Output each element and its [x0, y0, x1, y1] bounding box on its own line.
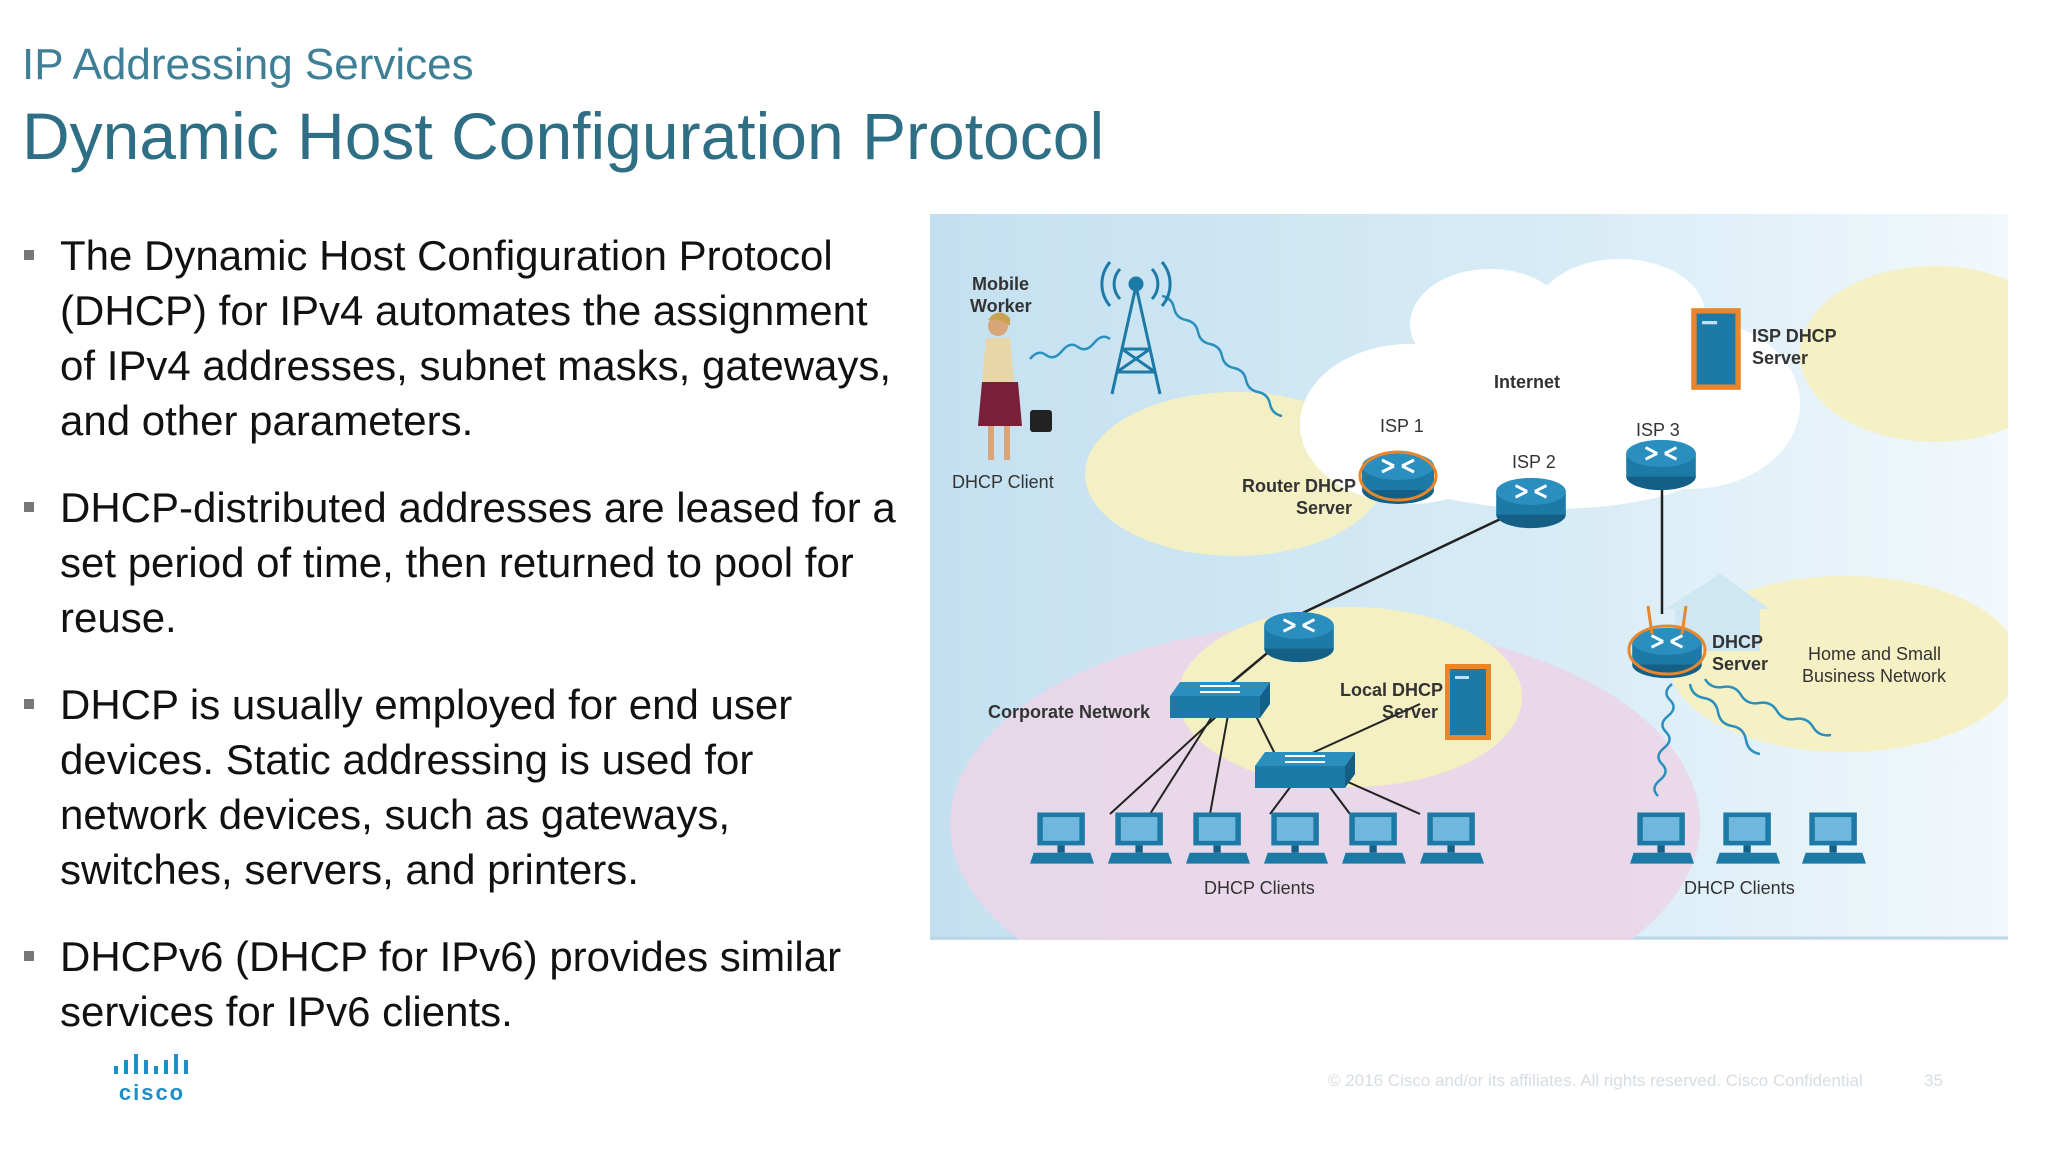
bullet-marker: [24, 250, 34, 260]
isp-dhcp-server-icon: [1691, 308, 1741, 390]
corporate-router-icon: [1262, 610, 1336, 664]
router-dhcp-server-label: Router DHCP: [1242, 476, 1356, 496]
bullet-list: The Dynamic Host Configuration Protocol …: [22, 228, 902, 1071]
mobile-worker-icon: [978, 312, 1052, 460]
bullet-text: DHCPv6 (DHCP for IPv6) provides similar …: [60, 933, 842, 1035]
isp2-label: ISP 2: [1512, 452, 1556, 472]
cisco-logo: cisco: [110, 1052, 194, 1105]
corporate-pc-icon: [1108, 812, 1172, 864]
section-subtitle: IP Addressing Services: [22, 40, 474, 89]
home-dhcp-server-label: DHCP: [1712, 632, 1763, 652]
local-dhcp-server-label: Local DHCP: [1340, 680, 1443, 700]
bullet-item: DHCPv6 (DHCP for IPv6) provides similar …: [22, 929, 902, 1039]
mobile-worker-label: Mobile: [972, 274, 1029, 294]
home-network-label: Home and Small: [1808, 644, 1941, 664]
isp-dhcp-server-label: ISP DHCP: [1752, 326, 1837, 346]
bullet-marker: [24, 699, 34, 709]
local-dhcp-server-icon: [1445, 664, 1491, 740]
corporate-network-label: Corporate Network: [988, 702, 1151, 722]
bullet-item: DHCP-distributed addresses are leased fo…: [22, 480, 902, 645]
corporate-pc-icon: [1420, 812, 1484, 864]
router-dhcp-server-label: Server: [1296, 498, 1352, 518]
home-clients-label: DHCP Clients: [1684, 878, 1795, 898]
bullet-marker: [24, 951, 34, 961]
dhcp-client-label: DHCP Client: [952, 472, 1054, 492]
corporate-pc-icon: [1186, 812, 1250, 864]
bullet-item: DHCP is usually employed for end user de…: [22, 677, 902, 897]
corporate-switch-2-icon: [1255, 751, 1355, 789]
bullet-text: DHCP is usually employed for end user de…: [60, 681, 793, 893]
bullet-text: The Dynamic Host Configuration Protocol …: [60, 232, 892, 444]
home-network-label: Business Network: [1802, 666, 1947, 686]
diagram-canvas: Mobile Worker DHCP Client Internet ISP 1…: [930, 214, 2008, 940]
isp2-router-icon: [1494, 476, 1568, 530]
home-pc-icon: [1802, 812, 1866, 864]
local-dhcp-server-label: Server: [1382, 702, 1438, 722]
isp3-label: ISP 3: [1636, 420, 1680, 440]
corporate-pc-icon: [1030, 812, 1094, 864]
internet-label: Internet: [1494, 372, 1560, 392]
home-pc-icon: [1630, 812, 1694, 864]
corporate-pc-icon: [1264, 812, 1328, 864]
mobile-worker-label: Worker: [970, 296, 1032, 316]
slide-title: Dynamic Host Configuration Protocol: [22, 99, 1105, 173]
home-dhcp-server-label: Server: [1712, 654, 1768, 674]
home-router-icon: [1630, 626, 1704, 680]
corporate-clients-label: DHCP Clients: [1204, 878, 1315, 898]
bullet-text: DHCP-distributed addresses are leased fo…: [60, 484, 896, 641]
bullet-item: The Dynamic Host Configuration Protocol …: [22, 228, 902, 448]
home-pc-icon: [1716, 812, 1780, 864]
isp3-router-icon: [1624, 438, 1698, 492]
cisco-bars-icon: [114, 1054, 188, 1074]
dhcp-network-diagram: Mobile Worker DHCP Client Internet ISP 1…: [930, 214, 2008, 940]
cisco-logo-text: cisco: [118, 1080, 186, 1105]
isp1-router-icon: [1360, 450, 1436, 506]
isp-dhcp-server-label: Server: [1752, 348, 1808, 368]
page-number: 35: [1924, 1071, 1943, 1090]
corporate-switch-icon: [1170, 681, 1270, 719]
bullet-marker: [24, 502, 34, 512]
isp1-label: ISP 1: [1380, 416, 1424, 436]
cell-tower-icon: [1100, 261, 1172, 395]
copyright-footer: © 2016 Cisco and/or its affiliates. All …: [1328, 1071, 1863, 1090]
corporate-pc-icon: [1342, 812, 1406, 864]
